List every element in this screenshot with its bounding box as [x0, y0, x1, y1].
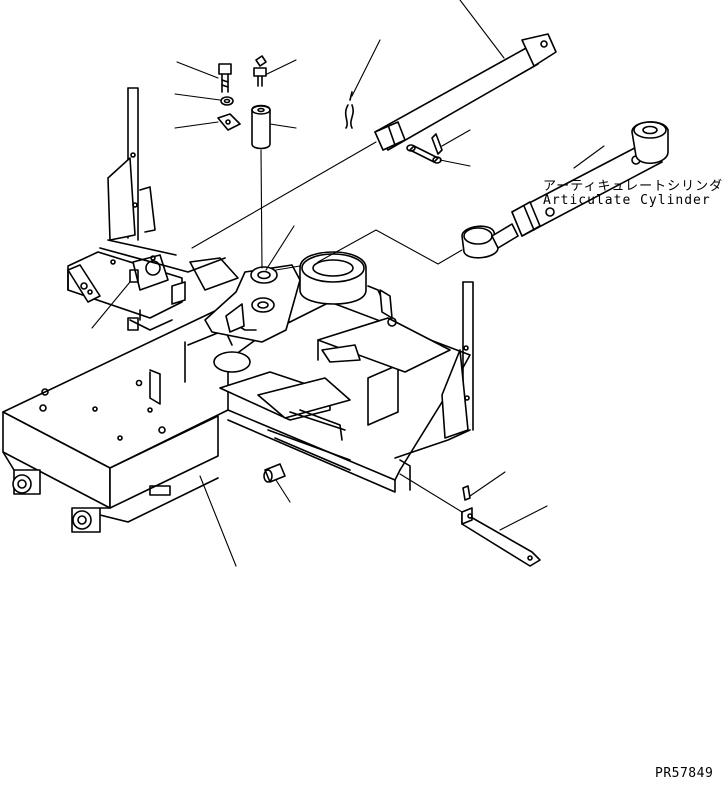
rear-link-bar	[399, 471, 548, 567]
pivot-arm	[204, 264, 301, 343]
left-upright	[99, 87, 226, 273]
rod-pins	[406, 129, 471, 167]
articulate-cylinder	[317, 121, 669, 265]
hardware-stack	[174, 55, 297, 269]
pivot-ring	[299, 251, 367, 305]
link-rod	[191, 33, 557, 249]
front-hitch	[2, 451, 111, 533]
rear-frame	[184, 285, 471, 493]
cylinder-label-jp: アーティキュレートシリンダ	[543, 179, 722, 194]
cylinder-label-en: Articulate Cylinder	[543, 193, 711, 208]
right-upright	[394, 281, 474, 459]
bottom-leader	[199, 475, 237, 567]
rod-leader	[459, 0, 505, 59]
drawing-code: PR57849	[655, 766, 714, 781]
oval-plate	[213, 351, 251, 373]
pivot-leaders	[91, 225, 301, 329]
split-pin	[344, 39, 381, 129]
front-frame	[2, 299, 291, 523]
bushing	[263, 463, 291, 503]
